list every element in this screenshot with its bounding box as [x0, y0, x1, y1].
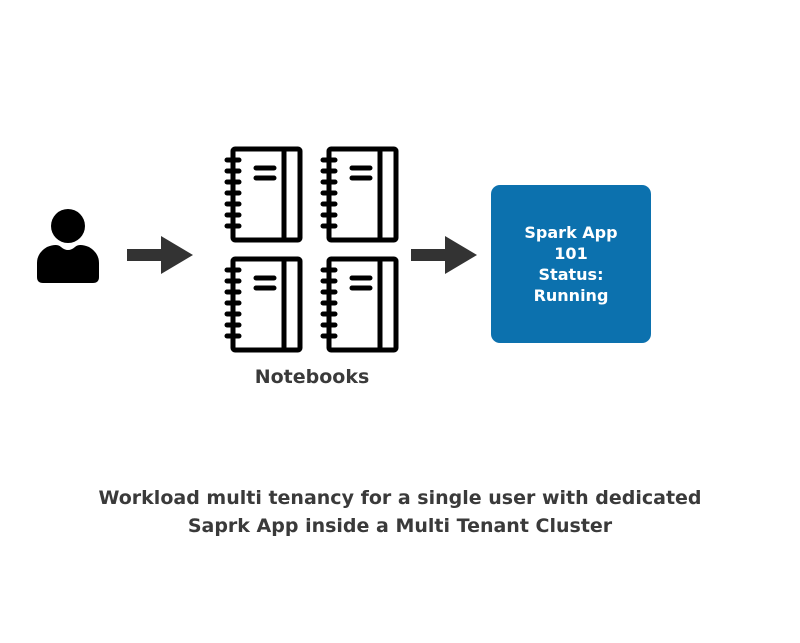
arrow-right-icon: [127, 236, 193, 274]
spark-app-id: 101: [554, 244, 588, 263]
notebook-icon: [320, 146, 400, 243]
notebook-icon: [224, 146, 304, 243]
notebook-icon: [224, 256, 304, 353]
arrow-right-icon: [411, 236, 477, 274]
caption-line-1: Workload multi tenancy for a single user…: [98, 487, 702, 509]
caption-line-2: Saprk App inside a Multi Tenant Cluster: [187, 515, 613, 537]
notebook-icon: [320, 256, 400, 353]
spark-app-status-value: Running: [533, 286, 609, 305]
user-icon: [35, 207, 101, 283]
spark-app-status-label: Status:: [538, 265, 604, 284]
spark-app-box: Spark App 101 Status: Running: [491, 185, 651, 343]
diagram-caption: Workload multi tenancy for a single user…: [0, 484, 800, 540]
spark-app-name: Spark App: [524, 223, 618, 242]
notebooks-label: Notebooks: [254, 366, 370, 388]
